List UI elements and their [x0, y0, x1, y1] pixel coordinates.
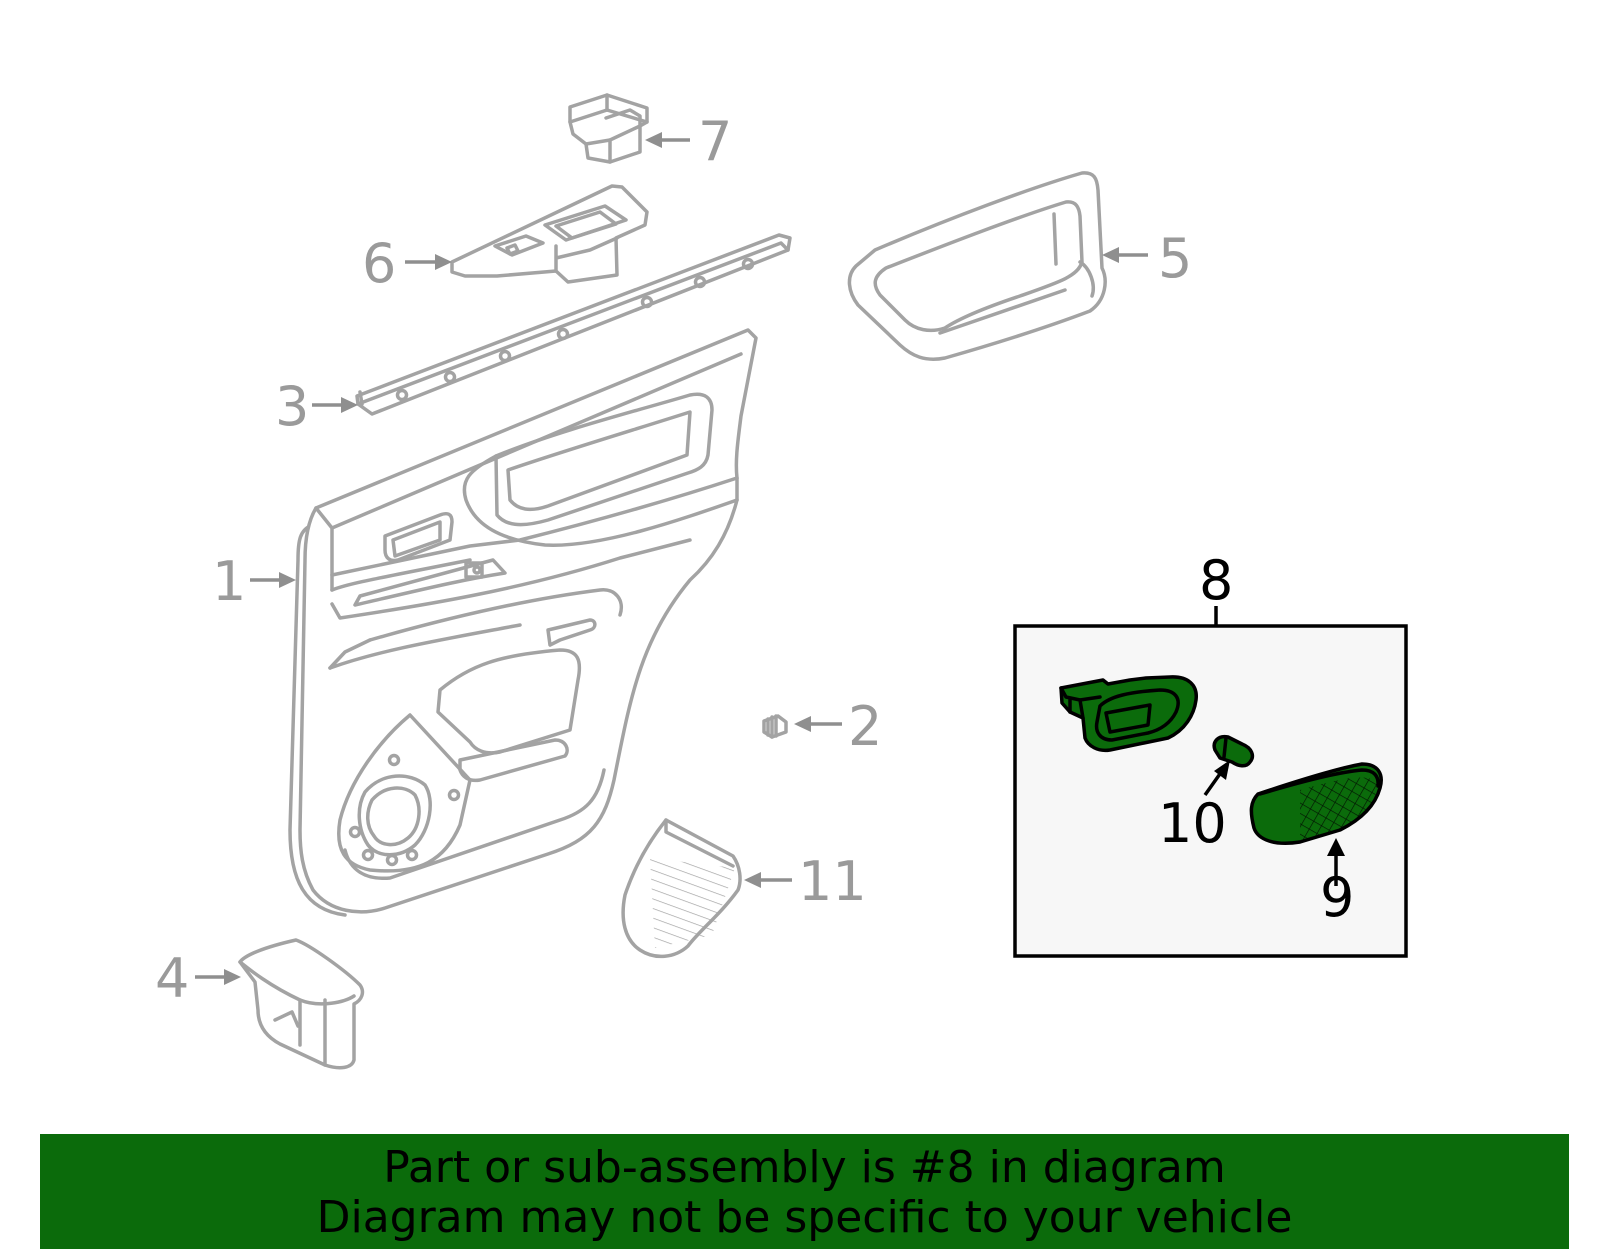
part-2-clip	[762, 714, 788, 739]
part-10-bulb: 10	[1158, 734, 1255, 855]
highlight-group-8: 8 10 9	[1013, 549, 1408, 958]
callout-6: 6	[362, 232, 396, 295]
footer-line-2: Diagram may not be specific to your vehi…	[316, 1192, 1293, 1243]
callout-11: 11	[798, 850, 867, 913]
footer-banner: Part or sub-assembly is #8 in diagram Di…	[40, 1134, 1569, 1249]
footer-line-1: Part or sub-assembly is #8 in diagram	[383, 1142, 1226, 1193]
callout-3: 3	[275, 375, 309, 438]
callout-4: 4	[155, 947, 189, 1010]
callout-10: 10	[1158, 792, 1227, 855]
leader-lines	[195, 132, 1148, 985]
callout-1: 1	[212, 550, 246, 613]
part-5-pull-handle-bezel	[847, 171, 1107, 361]
part-6-window-switch-panel	[450, 184, 649, 284]
callout-labels: 7 6 3 5 1 2 11 4	[155, 110, 1192, 1010]
callout-9: 9	[1320, 866, 1354, 929]
callout-8: 8	[1199, 549, 1233, 612]
callout-2: 2	[848, 695, 882, 758]
part-8-switch-housing	[1059, 675, 1198, 753]
part-3-belt-molding	[355, 233, 792, 416]
part-1-door-trim-panel	[288, 328, 758, 917]
part-9-lens: 9	[1249, 762, 1383, 929]
highlight-box	[1013, 624, 1408, 958]
callout-7: 7	[698, 110, 732, 173]
callout-5: 5	[1158, 227, 1192, 290]
part-4-retainer	[238, 938, 365, 1070]
part-11-speaker-grille	[621, 818, 742, 959]
part-7-switch-bezel	[568, 93, 649, 164]
